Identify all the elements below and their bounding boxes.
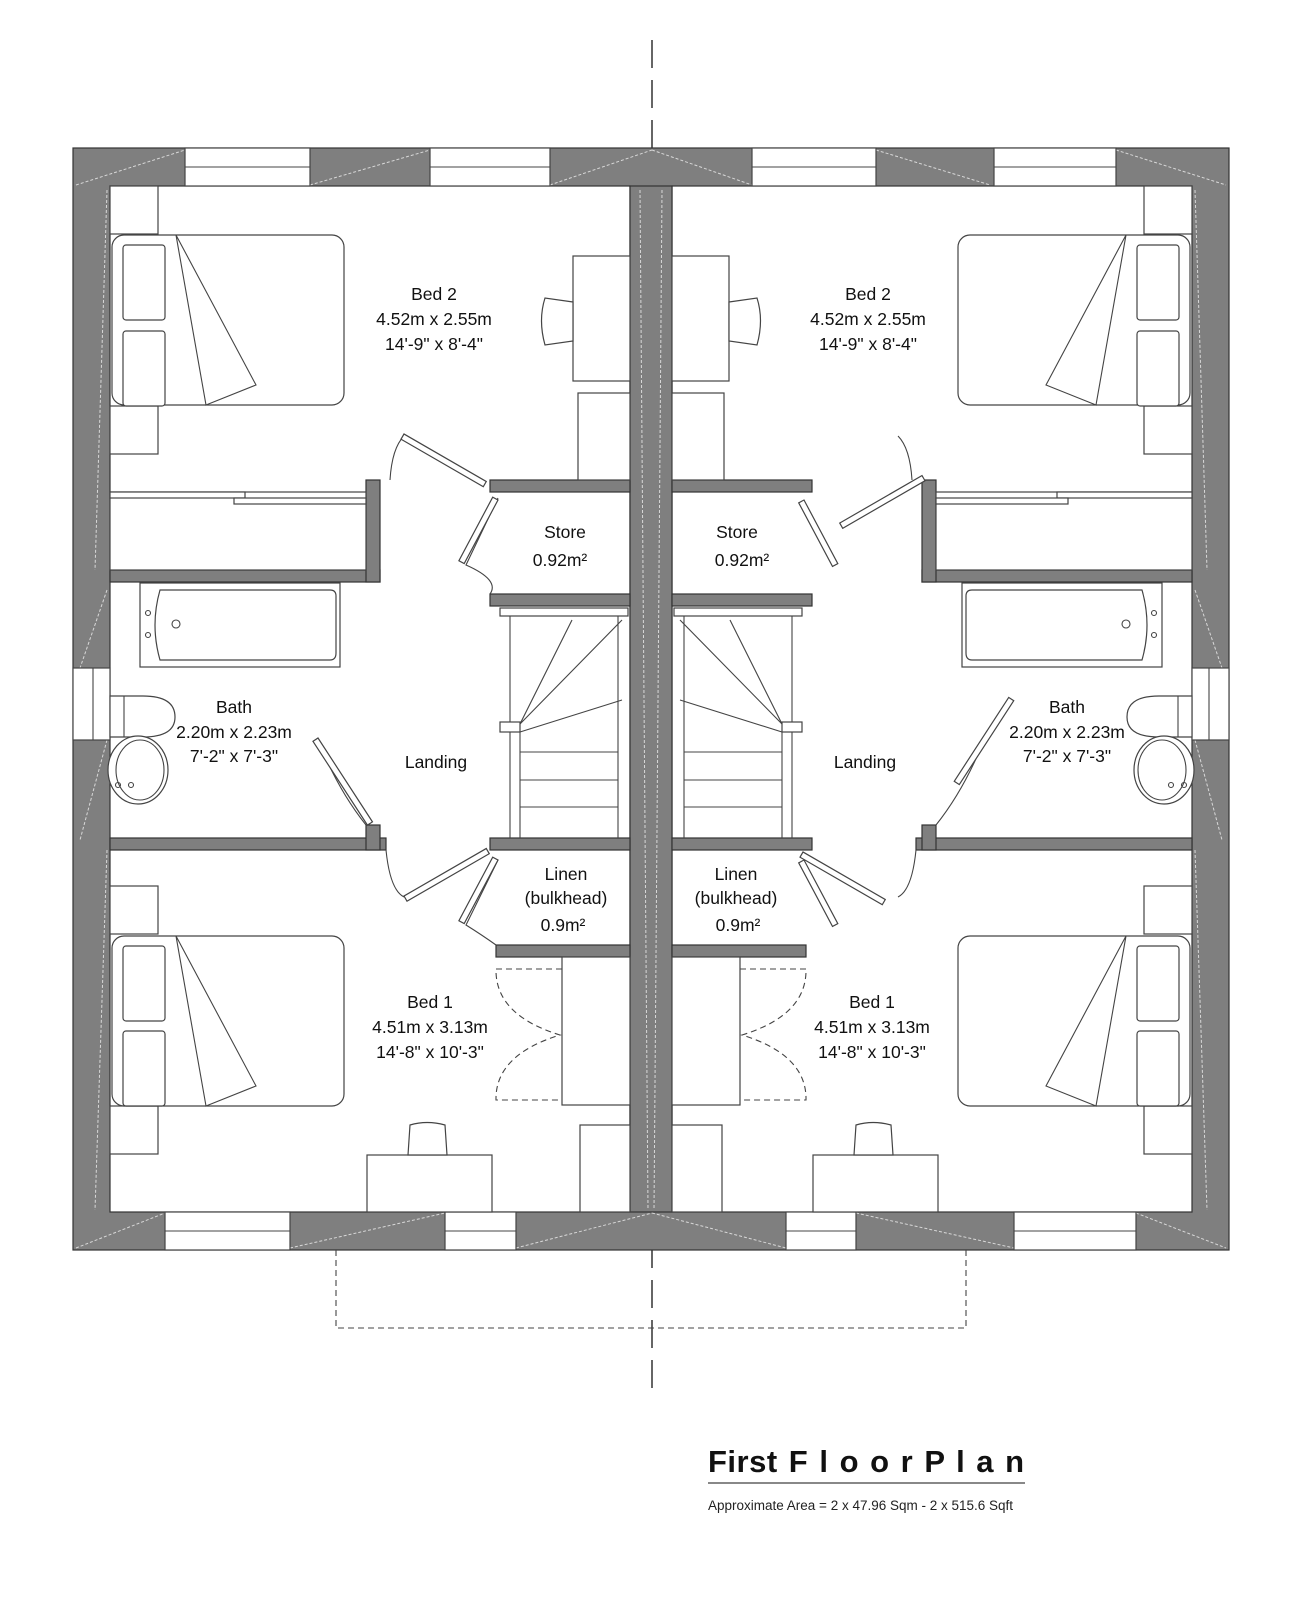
- right-landing-label: Landing: [834, 752, 896, 772]
- svg-text:4.52m x 2.55m: 4.52m x 2.55m: [810, 309, 926, 329]
- left-landing-label: Landing: [405, 752, 467, 772]
- svg-text:Linen: Linen: [715, 864, 758, 884]
- svg-text:(bulkhead): (bulkhead): [525, 888, 608, 908]
- svg-text:7'-2" x 7'-3": 7'-2" x 7'-3": [1023, 746, 1111, 766]
- left-interior-walls: [109, 479, 631, 958]
- right-store-label: Store 0.92m²: [715, 522, 770, 570]
- windows-top: [184, 147, 1117, 187]
- area-note: Approximate Area = 2 x 47.96 Sqm - 2 x 5…: [708, 1498, 1014, 1513]
- svg-text:7'-2" x 7'-3": 7'-2" x 7'-3": [190, 746, 278, 766]
- windows-bath: [72, 667, 1230, 741]
- svg-text:Bath: Bath: [216, 697, 252, 717]
- party-wall: [629, 185, 673, 1213]
- svg-text:14'-9" x 8'-4": 14'-9" x 8'-4": [385, 334, 483, 354]
- left-store-label: Store 0.92m²: [533, 522, 588, 570]
- right-staircase: [673, 607, 803, 838]
- left-bed1-wardrobe-doors: [495, 968, 562, 1101]
- left-wardrobe: [109, 491, 367, 571]
- svg-text:Bath: Bath: [1049, 697, 1085, 717]
- right-bed1-desk-icon: [671, 956, 939, 1213]
- svg-text:(bulkhead): (bulkhead): [695, 888, 778, 908]
- plan-title: First F l o o r P l a n: [708, 1444, 1025, 1484]
- svg-text:0.9m²: 0.9m²: [716, 915, 761, 935]
- left-staircase: [499, 607, 629, 838]
- svg-text:0.92m²: 0.92m²: [715, 550, 770, 570]
- right-bed1-label: Bed 1 4.51m x 3.13m 14'-8" x 10'-3": [814, 992, 930, 1062]
- svg-text:Store: Store: [544, 522, 586, 542]
- left-doors: [312, 433, 499, 946]
- svg-text:4.52m x 2.55m: 4.52m x 2.55m: [376, 309, 492, 329]
- svg-text:Bed 2: Bed 2: [845, 284, 891, 304]
- svg-text:2.20m x 2.23m: 2.20m x 2.23m: [176, 722, 292, 742]
- title-block: First F l o o r P l a n Approximate Area…: [708, 1444, 1025, 1513]
- right-bed2-desk-icon: [671, 255, 762, 481]
- svg-text:4.51m x 3.13m: 4.51m x 3.13m: [814, 1017, 930, 1037]
- right-bed2-bed-icon: [957, 185, 1193, 455]
- left-bed1-bed-icon: [109, 885, 345, 1155]
- right-doors: [797, 435, 1015, 928]
- right-linen-label: Linen (bulkhead) 0.9m²: [695, 864, 778, 935]
- windows-bottom: [164, 1211, 1137, 1251]
- balcony-outline: [335, 1250, 967, 1329]
- right-bed1-bed-icon: [957, 885, 1193, 1155]
- svg-text:Bed 1: Bed 1: [407, 992, 453, 1012]
- svg-text:Store: Store: [716, 522, 758, 542]
- svg-text:14'-8" x 10'-3": 14'-8" x 10'-3": [818, 1042, 926, 1062]
- left-bath-fixtures: [107, 582, 341, 805]
- left-bed2-desk-icon: [540, 255, 631, 481]
- svg-text:0.9m²: 0.9m²: [541, 915, 586, 935]
- wall-hatching: [75, 149, 1227, 1249]
- left-bath-label: Bath 2.20m x 2.23m 7'-2" x 7'-3": [176, 697, 292, 766]
- svg-text:2.20m x 2.23m: 2.20m x 2.23m: [1009, 722, 1125, 742]
- left-bed1-desk-icon: [366, 956, 631, 1213]
- svg-text:14'-8" x 10'-3": 14'-8" x 10'-3": [376, 1042, 484, 1062]
- svg-text:14'-9" x 8'-4": 14'-9" x 8'-4": [819, 334, 917, 354]
- right-bed2-label: Bed 2 4.52m x 2.55m 14'-9" x 8'-4": [810, 284, 926, 354]
- right-bath-label: Bath 2.20m x 2.23m 7'-2" x 7'-3": [1009, 697, 1125, 766]
- svg-text:Bed 1: Bed 1: [849, 992, 895, 1012]
- svg-text:0.92m²: 0.92m²: [533, 550, 588, 570]
- left-bed2-bed-icon: [109, 185, 345, 455]
- right-interior-walls: [671, 479, 1193, 958]
- svg-text:Linen: Linen: [545, 864, 588, 884]
- right-bath-fixtures: [961, 582, 1195, 805]
- svg-text:Bed 2: Bed 2: [411, 284, 457, 304]
- svg-text:4.51m x 3.13m: 4.51m x 3.13m: [372, 1017, 488, 1037]
- right-wardrobe: [935, 491, 1193, 571]
- left-bed1-label: Bed 1 4.51m x 3.13m 14'-8" x 10'-3": [372, 992, 488, 1062]
- left-linen-label: Linen (bulkhead) 0.9m²: [525, 864, 608, 935]
- left-bed2-label: Bed 2 4.52m x 2.55m 14'-9" x 8'-4": [376, 284, 492, 354]
- right-bed1-wardrobe-doors: [740, 968, 807, 1101]
